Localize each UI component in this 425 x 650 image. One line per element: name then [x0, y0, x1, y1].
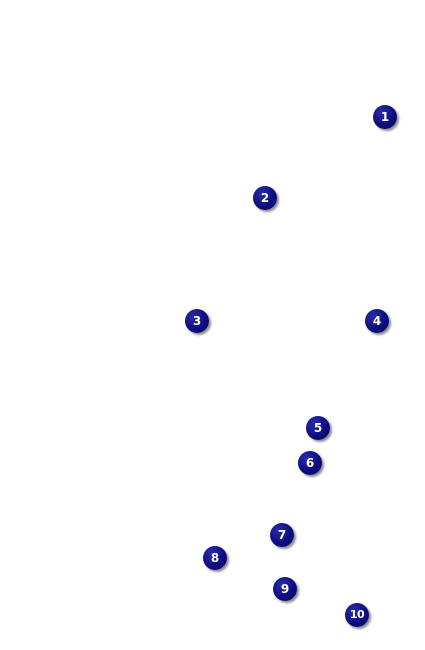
marker-1[interactable]: 1: [373, 105, 397, 129]
marker-10[interactable]: 10: [345, 603, 369, 627]
marker-3[interactable]: 3: [185, 309, 209, 333]
marker-9[interactable]: 9: [273, 577, 297, 601]
marker-7[interactable]: 7: [270, 523, 294, 547]
marker-2[interactable]: 2: [253, 186, 277, 210]
marker-5[interactable]: 5: [306, 416, 330, 440]
marker-6[interactable]: 6: [298, 451, 322, 475]
marker-4[interactable]: 4: [365, 309, 389, 333]
marker-8[interactable]: 8: [203, 546, 227, 570]
